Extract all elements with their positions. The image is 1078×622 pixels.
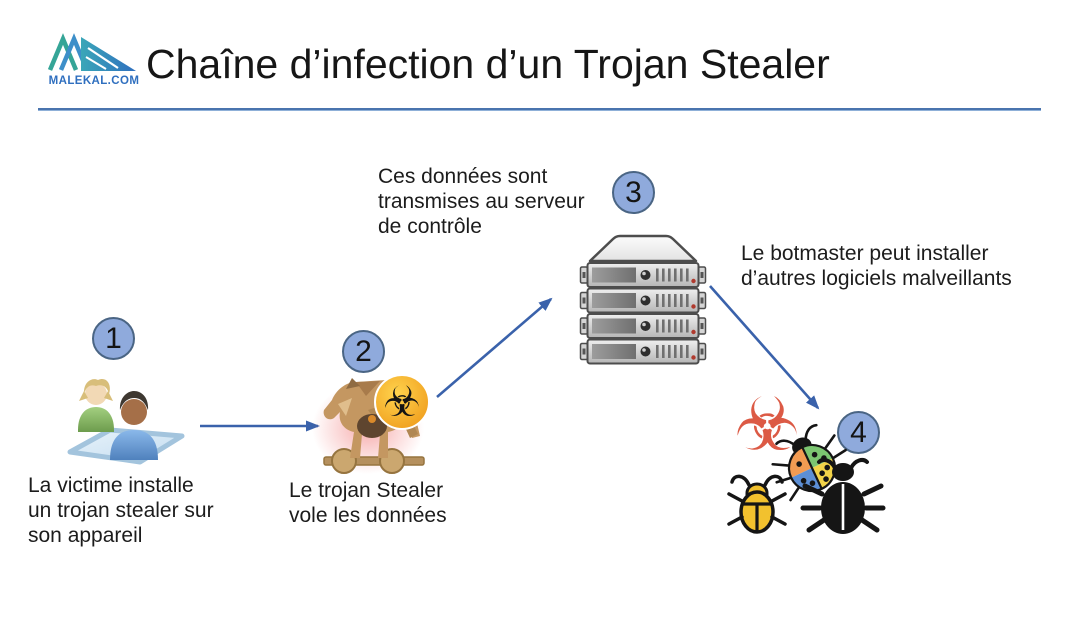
title-divider bbox=[38, 108, 1041, 111]
user-female bbox=[78, 379, 114, 432]
step-number-badge-2: 2 bbox=[342, 330, 385, 373]
malware-bugs-graphic: ☣ bbox=[727, 382, 886, 534]
malekal-logo-graphic: MALEKAL.COM bbox=[47, 33, 140, 87]
biohazard-red-icon: ☣ bbox=[734, 388, 800, 468]
caption-botmaster-installs: Le botmaster peut installer d’autres log… bbox=[741, 242, 1012, 290]
step-number-badge-3: 3 bbox=[612, 171, 655, 214]
yellow-bug-icon bbox=[727, 474, 787, 534]
users-icon-graphic bbox=[67, 379, 185, 465]
page-title: Chaîne d’infection d’un Trojan Stealer bbox=[146, 41, 830, 87]
caption-victim-installs: La victime installe un trojan stealer su… bbox=[28, 474, 214, 547]
black-bug-icon bbox=[800, 458, 886, 534]
logo-text: MALEKAL.COM bbox=[49, 75, 140, 87]
server-led bbox=[691, 278, 696, 284]
step-number-1: 1 bbox=[105, 321, 122, 355]
malekal-logo: MALEKAL.COM bbox=[46, 26, 142, 93]
step-number-badge-4: 4 bbox=[837, 411, 880, 454]
malware-bugs-icon: ☣ bbox=[720, 382, 888, 545]
server-top-lid bbox=[588, 234, 698, 263]
trojan-wheel-left bbox=[331, 448, 357, 474]
step-number-2: 2 bbox=[355, 334, 372, 368]
biohazard-glyph: ☣ bbox=[383, 377, 421, 426]
step-number-4: 4 bbox=[850, 415, 867, 449]
server-rack-graphic bbox=[579, 234, 707, 365]
logo-mountains-icon bbox=[47, 33, 136, 71]
server-rack-icon bbox=[579, 233, 707, 372]
trojan-horse-graphic: ☣ bbox=[312, 374, 430, 474]
biohazard-orange-badge: ☣ bbox=[374, 374, 430, 430]
users-icon bbox=[64, 372, 188, 475]
user-male bbox=[110, 391, 158, 460]
server-units bbox=[579, 262, 707, 365]
ladybug-icon bbox=[771, 423, 852, 502]
trojan-saddle bbox=[357, 414, 387, 438]
step-number-3: 3 bbox=[625, 175, 642, 209]
step-number-badge-1: 1 bbox=[92, 317, 135, 360]
arrow-step2-to-server bbox=[436, 297, 553, 398]
caption-trojan-steals: Le trojan Stealer vole les données bbox=[289, 479, 447, 527]
caption-data-sent-to-server: Ces données sont transmises au serveur d… bbox=[378, 165, 585, 238]
trojan-horse-icon: ☣ bbox=[308, 370, 444, 485]
